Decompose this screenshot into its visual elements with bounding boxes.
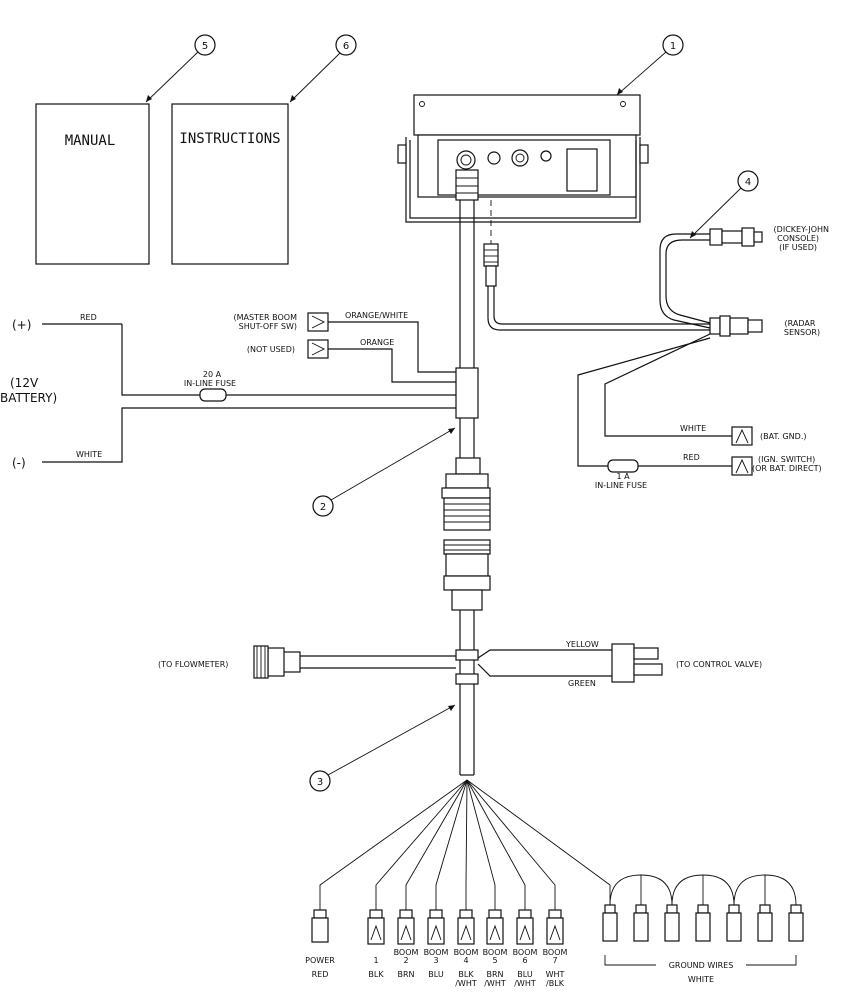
ground-wires-label: GROUND WIRES <box>669 961 734 970</box>
output-terminals <box>367 909 564 945</box>
fuse-1a-label-line1: 1 A <box>616 472 630 481</box>
callout-2-number: 2 <box>320 502 326 513</box>
terminal-6-color: BLU <box>517 970 533 979</box>
flow-harness <box>253 610 663 776</box>
battery-white-wire-label: WHITE <box>76 450 102 459</box>
battery-plus-label: (+) <box>12 318 31 332</box>
terminal-3-top: BOOM <box>424 948 449 957</box>
radar-sensor-label-line1: (RADAR <box>785 319 816 328</box>
terminal-7-color: WHT <box>546 970 565 979</box>
fuse-20a-label-line2: IN-LINE FUSE <box>184 379 236 388</box>
orange-wire-label: ORANGE <box>360 338 394 347</box>
radar-red-wire-label: RED <box>683 453 700 462</box>
green-wire-label: GREEN <box>568 679 596 688</box>
battery-label-line2: BATTERY) <box>0 391 57 405</box>
dickey-john-label-line1: (DICKEY-JOHN <box>774 225 829 234</box>
battery-red-wire-label: RED <box>80 313 97 322</box>
terminal-4-top: BOOM <box>454 948 479 957</box>
callout-4-number: 4 <box>745 177 751 188</box>
manual-document: MANUAL <box>35 103 150 265</box>
terminal-power-color: RED <box>312 970 329 979</box>
callout-3: 3 <box>309 704 456 792</box>
orange-white-wire-label: ORANGE/WHITE <box>345 311 408 320</box>
fuse-1a-label-line2: IN-LINE FUSE <box>595 481 647 490</box>
terminal-6-top: BOOM <box>513 948 538 957</box>
terminal-3-label: 3 <box>433 956 438 965</box>
terminal-5-top: BOOM <box>483 948 508 957</box>
terminal-4-color: BLK <box>458 970 474 979</box>
bat-gnd-label: (BAT. GND.) <box>760 432 807 441</box>
terminal-5-label: 5 <box>492 956 497 965</box>
terminal-power-label: POWER <box>305 956 335 965</box>
yellow-wire-label: YELLOW <box>565 640 599 649</box>
manual-label: MANUAL <box>65 133 116 149</box>
callout-5-number: 5 <box>202 41 208 52</box>
terminal-1-color: BLK <box>368 970 384 979</box>
callout-6-number: 6 <box>343 41 349 52</box>
terminal-4-label: 4 <box>463 956 468 965</box>
battery-wiring <box>42 312 456 463</box>
radar-white-wire-label: WHITE <box>680 424 706 433</box>
battery-labels: (+) (12V BATTERY) (-) RED WHITE 20 A IN-… <box>0 313 236 470</box>
master-boom-label-line1: (MASTER BOOM <box>234 313 298 322</box>
callout-5: 5 <box>145 34 216 103</box>
output-fanout <box>311 779 804 966</box>
flow-labels: (TO FLOWMETER) (TO CONTROL VALVE) YELLOW… <box>158 640 762 688</box>
radar-sensor-label-line2: SENSOR) <box>784 328 820 337</box>
callout-3-number: 3 <box>317 777 323 788</box>
ground-wires-color: WHITE <box>688 975 714 984</box>
terminal-2-label: 2 <box>403 956 408 965</box>
ign-switch-label-line2: (OR BAT. DIRECT) <box>752 464 822 473</box>
not-used-label: (NOT USED) <box>247 345 295 354</box>
terminal-4-color2: /WHT <box>455 979 477 988</box>
radar-harness <box>483 200 763 476</box>
radar-labels: (DICKEY-JOHN CONSOLE) (IF USED) (RADAR S… <box>595 225 829 490</box>
switch-labels: (MASTER BOOM SHUT-OFF SW) ORANGE/WHITE (… <box>234 311 409 354</box>
terminal-labels: POWER RED 1 BLK BOOM 2 BRN BOOM 3 BLU BO… <box>305 948 733 988</box>
ground-wires <box>602 874 804 966</box>
terminal-6-label: 6 <box>522 956 527 965</box>
callout-1-number: 1 <box>670 41 676 52</box>
terminal-7-color2: /BLK <box>546 979 565 988</box>
terminal-7-top: BOOM <box>543 948 568 957</box>
callout-6: 6 <box>289 34 357 103</box>
terminal-5-color: BRN <box>486 970 503 979</box>
terminal-2-color: BRN <box>397 970 414 979</box>
terminal-5-color2: /WHT <box>484 979 506 988</box>
instructions-label: INSTRUCTIONS <box>179 131 280 147</box>
flowmeter-label: (TO FLOWMETER) <box>158 660 228 669</box>
instructions-document: INSTRUCTIONS <box>171 103 289 265</box>
terminal-6-color2: /WHT <box>514 979 536 988</box>
master-boom-label-line2: SHUT-OFF SW) <box>239 322 297 331</box>
dickey-john-label-line2: CONSOLE) <box>777 234 819 243</box>
terminal-3-color: BLU <box>428 970 444 979</box>
terminal-7-label: 7 <box>552 956 557 965</box>
ign-switch-label-line1: (IGN. SWITCH) <box>758 455 815 464</box>
battery-label-line1: (12V <box>10 376 39 390</box>
control-valve-label: (TO CONTROL VALVE) <box>676 660 762 669</box>
battery-minus-label: (-) <box>12 456 26 470</box>
callout-2: 2 <box>312 427 456 517</box>
terminal-1-label: 1 <box>373 956 378 965</box>
terminal-2-top: BOOM <box>394 948 419 957</box>
dickey-john-label-line3: (IF USED) <box>779 243 817 252</box>
main-harness <box>441 169 491 611</box>
console <box>397 94 649 223</box>
fuse-20a-label-line1: 20 A <box>203 370 222 379</box>
callout-1: 1 <box>616 34 684 96</box>
